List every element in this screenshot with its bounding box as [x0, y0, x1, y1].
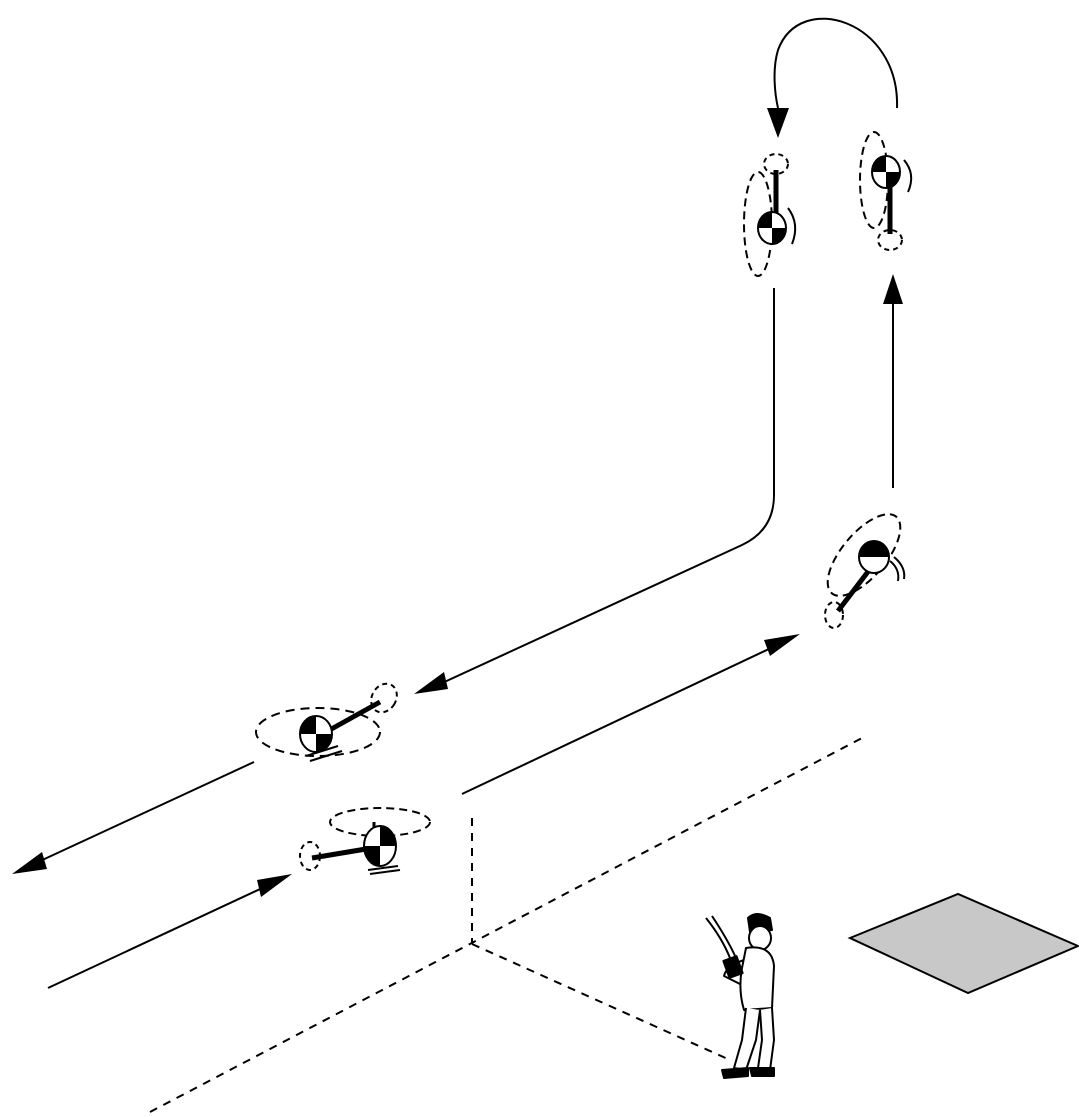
flight-path — [12, 17, 903, 989]
ground-reference-lines — [149, 737, 863, 1113]
arrowhead-icon — [883, 274, 903, 304]
arrowhead-icon — [767, 108, 789, 138]
arrowhead-icon — [414, 672, 448, 694]
helipad-icon — [847, 892, 1079, 995]
helicopter-icon — [824, 513, 906, 629]
arrowhead-icon — [764, 634, 800, 656]
helicopter-icon — [255, 682, 398, 762]
ground-line-to-pilot — [471, 943, 731, 1061]
path-exit — [37, 761, 255, 863]
pilot-icon — [705, 913, 775, 1079]
path-forward-run — [461, 638, 791, 795]
helicopter-icon — [299, 807, 431, 875]
path-top-turn — [773, 17, 899, 109]
path-entry — [47, 875, 289, 989]
arrowhead-icon — [12, 852, 47, 874]
helicopter-icon — [859, 131, 913, 251]
arrowhead-icon — [257, 874, 292, 897]
helicopter-icon — [743, 153, 797, 277]
path-descent-return — [439, 288, 775, 685]
